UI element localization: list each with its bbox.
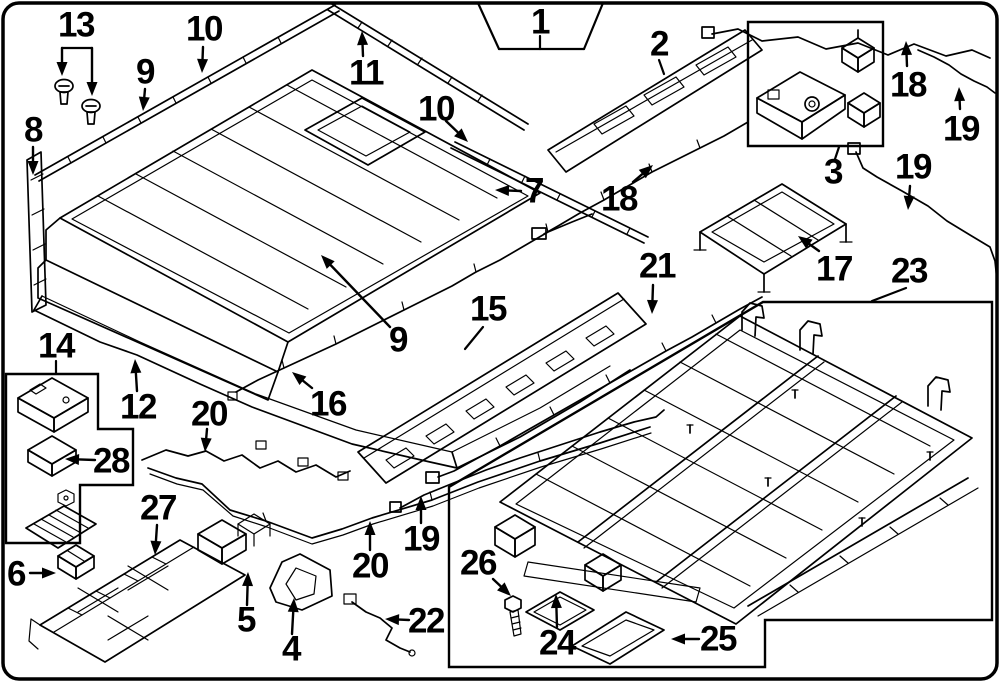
callout-12: 12 [120,359,158,427]
callout-25: 25 [671,620,738,659]
callout-label-1: 1 [531,3,550,42]
callout-9: 9 [136,53,157,111]
callout-2: 2 [650,25,671,76]
callout-label-12: 12 [120,388,157,427]
callout-19: 19 [895,148,933,210]
callout-9: 9 [321,255,410,360]
callout-label-9: 9 [136,53,155,92]
callout-label-13: 13 [58,6,95,45]
part-clip-fasteners [54,78,101,125]
callout-label-10: 10 [186,10,223,49]
callout-label-18: 18 [890,66,927,105]
callout-17: 17 [798,236,853,289]
callout-label-8: 8 [24,111,43,150]
group-box-part-3 [746,20,885,148]
part-roof-rails [34,3,649,244]
callout-label-19: 19 [943,110,980,149]
callout-label-15: 15 [470,290,507,329]
callout-label-25: 25 [700,620,737,659]
part-harness-20-left [141,440,351,481]
part-battery-module [28,539,246,663]
callout-label-6: 6 [7,555,26,594]
callout-label-20: 20 [191,395,228,434]
callout-label-14: 14 [38,327,76,366]
callout-label-19: 19 [403,520,440,559]
callout-8: 8 [24,111,45,175]
part-cross-rail [547,29,763,173]
callout-21: 21 [639,247,677,314]
part-bracket-frame [693,183,853,293]
callout-18: 18 [890,41,928,105]
callout-label-19: 19 [895,148,932,187]
callout-label-23: 23 [891,252,928,291]
callout-15: 15 [463,290,508,351]
callout-label-26: 26 [460,544,497,583]
group-boxes-layer [4,20,994,669]
callout-4: 4 [282,598,304,669]
callout-16: 16 [292,372,348,424]
callout-28: 28 [65,442,131,481]
callout-18: 18 [601,165,653,219]
part-service-plug [197,513,271,565]
group-box-part-23 [447,300,994,669]
part-bracket-6 [57,544,95,580]
callout-label-20: 20 [352,547,389,586]
callout-label-28: 28 [93,442,130,481]
callout-label-5: 5 [237,601,256,640]
callout-3: 3 [824,145,845,192]
part-bolt-26 [504,595,522,637]
callout-7: 7 [495,172,545,211]
callout-20: 20 [352,521,390,586]
callout-label-22: 22 [408,602,445,641]
part-tray-stack-edges [26,151,289,401]
callout-26: 26 [460,544,511,596]
part-harness-21 [425,296,763,484]
callout-label-11: 11 [349,54,384,93]
callout-13: 13 [56,6,98,96]
callout-22: 22 [385,602,446,641]
callout-label-27: 27 [140,489,176,528]
part-harness-16 [227,213,593,401]
callout-label-3: 3 [824,153,843,192]
part-harness-wires-top-right [701,26,998,281]
part-cable-22 [343,593,416,657]
callout-1: 1 [476,1,605,51]
callout-label-2: 2 [650,25,669,64]
part-junction-block [756,29,881,140]
part-battery-frame [494,302,979,625]
callout-6: 6 [7,555,56,594]
callout-19: 19 [943,87,981,149]
part-harness-20-bottom [147,426,652,545]
callout-label-21: 21 [639,247,676,286]
callout-5: 5 [237,572,258,640]
callout-label-17: 17 [816,250,852,289]
callout-label-9: 9 [389,321,408,360]
callout-label-24: 24 [539,624,577,663]
callout-label-18: 18 [601,180,638,219]
part-bracket-strip [357,292,647,484]
callout-20: 20 [191,395,229,452]
part-bracket-24 [525,591,595,631]
callout-label-4: 4 [282,630,302,669]
part-cover-plate-4 [269,553,333,611]
callout-10: 10 [418,90,468,142]
callout-label-10: 10 [418,90,455,129]
group-box-part-14 [4,372,135,545]
callout-27: 27 [140,489,177,555]
callout-label-7: 7 [525,172,543,211]
callout-23: 23 [870,252,929,303]
callout-19: 19 [403,496,441,559]
callout-24: 24 [539,594,578,663]
callout-14: 14 [38,327,77,376]
callout-10: 10 [186,10,224,73]
part-gasket-25 [571,611,665,665]
part-upper-cover [59,69,541,343]
callout-11: 11 [349,31,386,93]
callouts-layer: 1234567899101011121314151617181819191920… [7,1,981,669]
part-wire-19-bottom [389,409,665,513]
callout-label-16: 16 [310,385,347,424]
